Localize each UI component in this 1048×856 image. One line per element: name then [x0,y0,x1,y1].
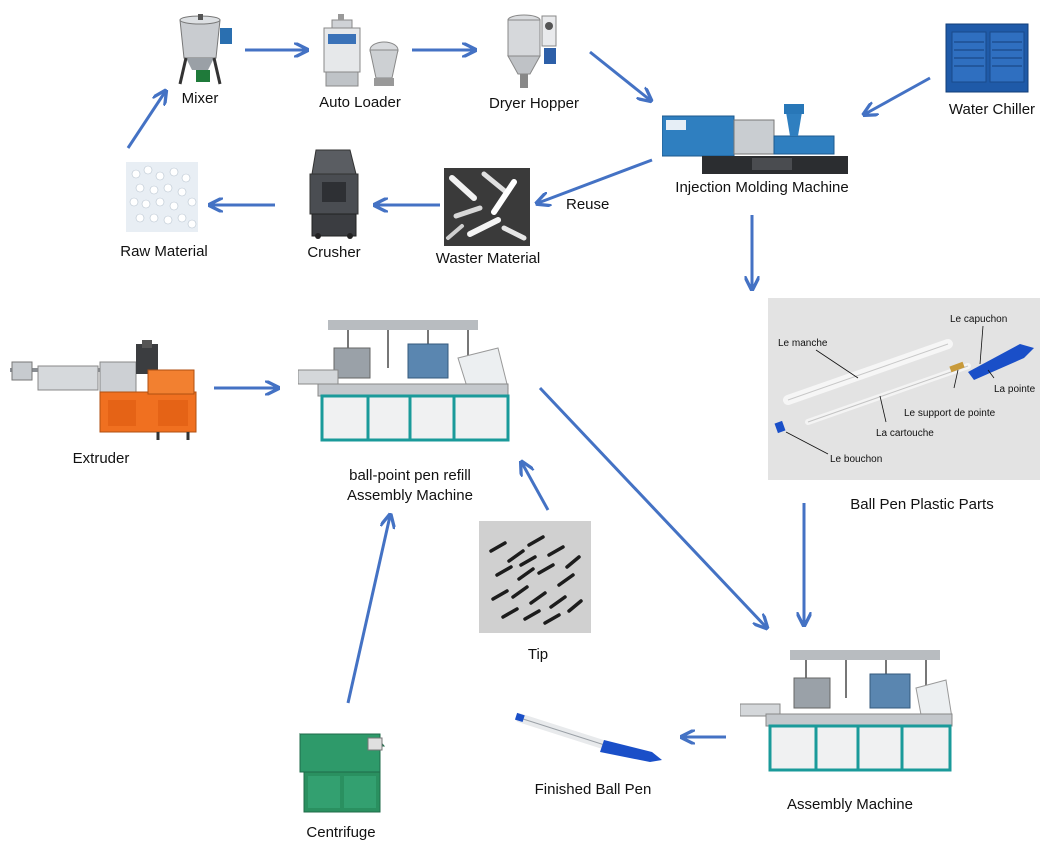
pen-parts-photo: Le capuchon Le manche La pointe Le suppo… [768,298,1040,480]
raw-material-icon [126,162,198,232]
finished-pen-icon [514,712,662,762]
extruder-icon [10,340,197,440]
mixer-icon [178,14,232,85]
auto-loader-icon [323,14,399,87]
assembly-machine-icon [740,650,953,772]
water-chiller-icon [945,23,1029,93]
dryer-hopper-icon [507,14,557,88]
water-chiller-label: Water Chiller [948,101,1036,118]
waste-material-icon [444,168,530,246]
parts-label-capuchon: Le capuchon [950,314,1008,325]
parts-label-pointe: La pointe [994,384,1036,395]
auto-loader-label: Auto Loader [319,94,401,111]
refill-machine-label-line1: ball-point pen refill [349,467,471,484]
parts-label-bouchon: Le bouchon [830,454,883,465]
waster-material-label: Waster Material [435,250,541,267]
injection-molding-label: Injection Molding Machine [675,179,849,196]
dryer-hopper-label: Dryer Hopper [488,95,580,112]
tip-label: Tip [527,646,549,663]
assembly-machine-label: Assembly Machine [787,796,913,813]
arrow-tip-to-refill [522,463,550,511]
arrow-chiller-to-injection [865,76,931,114]
assembly-machine-icon [298,320,510,442]
parts-label-support: Le support de pointe [904,408,996,419]
crusher-icon [309,149,359,239]
finished-ball-pen-label: Finished Ball Pen [534,781,652,798]
extruder-label: Extruder [72,450,130,467]
refill-machine-label-line2: Assembly Machine [347,487,473,504]
arrow-raw-to-mixer [126,92,165,149]
crusher-label: Crusher [307,244,361,261]
centrifuge-icon [298,733,386,813]
injection-machine-icon [662,104,848,174]
ball-pen-parts-label: Ball Pen Plastic Parts [850,496,994,513]
arrow-refill-to-assembly [538,386,766,627]
raw-material-label: Raw Material [120,243,208,260]
parts-label-cartouche: La cartouche [876,428,934,439]
reuse-label: Reuse [566,196,610,213]
mixer-label: Mixer [181,90,219,107]
arrow-dryer-to-injection [589,50,650,100]
centrifuge-label: Centrifuge [306,824,376,841]
arrow-injection-to-waste [538,158,653,203]
parts-label-manche: Le manche [778,338,828,349]
tip-photo [479,521,591,633]
arrow-centrifuge-to-refill [346,516,390,704]
